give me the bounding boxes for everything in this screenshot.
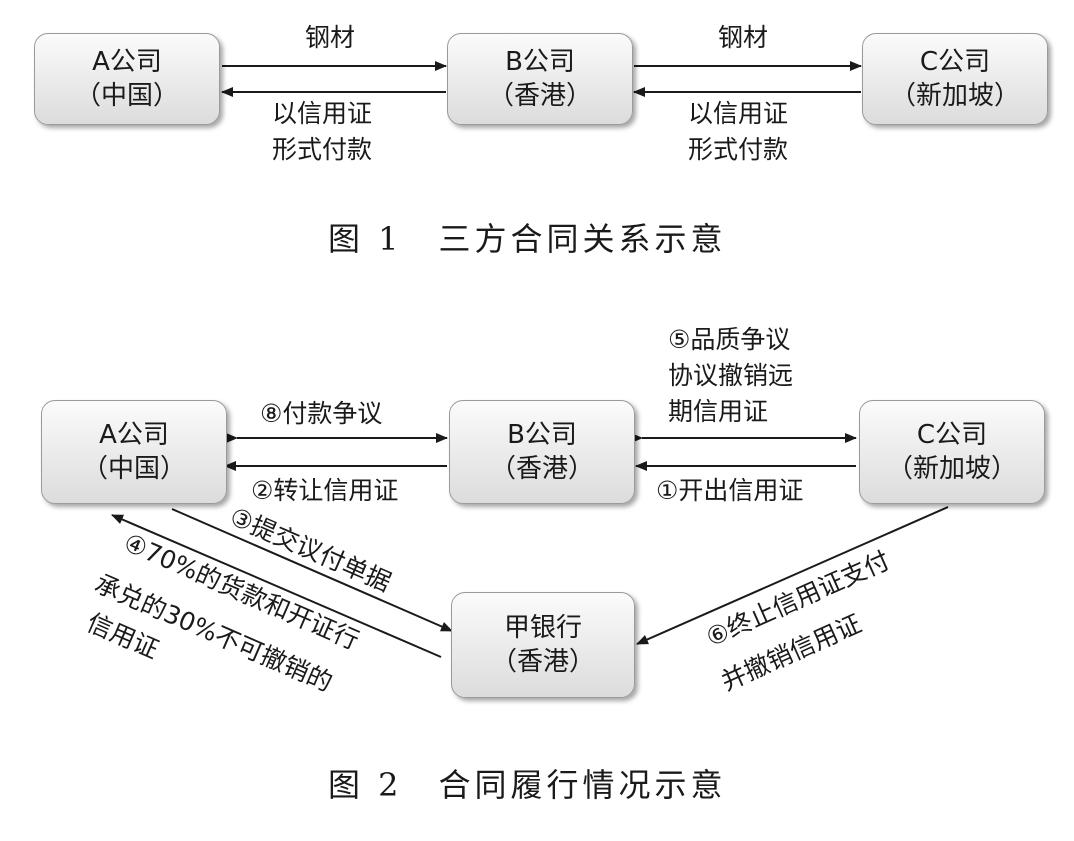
fig2-arrow-a-to-bank xyxy=(171,508,453,632)
fig2-node-b-region: （香港） xyxy=(489,454,594,484)
fig1-caption: 图 1 三方合同关系示意 xyxy=(328,220,727,258)
fig1-label-bc-payment-1: 以信用证 xyxy=(688,99,789,128)
fig1-label-ab-payment-1: 以信用证 xyxy=(272,99,373,128)
fig1-label-ab-payment-2: 形式付款 xyxy=(272,135,373,164)
fig2-label-step5-line3: 期信用证 xyxy=(668,397,769,426)
fig2-label-step5-line1: ⑤品质争议 xyxy=(668,325,791,354)
fig2-node-a-name: A公司 xyxy=(99,420,169,450)
fig2-arrow-c-to-bank xyxy=(636,506,949,645)
fig1-label-bc-steel: 钢材 xyxy=(718,23,769,52)
fig2-node-bank-region: （香港） xyxy=(490,647,595,677)
fig2-label-step5-line2: 协议撤销远 xyxy=(668,361,794,390)
fig1-label-ab-steel: 钢材 xyxy=(305,23,356,52)
fig2-arrow-bank-to-a xyxy=(111,514,442,658)
fig2-node-bank-name: 甲银行 xyxy=(503,613,582,643)
fig1-label-bc-payment-2: 形式付款 xyxy=(688,135,789,164)
fig2-label-step8: ⑧付款争议 xyxy=(260,399,383,428)
fig1-node-company-c: C公司 （新加坡） xyxy=(862,33,1048,125)
fig2-label-step2: ②转让信用证 xyxy=(251,476,399,505)
fig2-label-step1: ①开出信用证 xyxy=(656,476,804,505)
fig2-node-b-name: B公司 xyxy=(507,420,577,450)
fig1-node-c-region: （新加坡） xyxy=(889,81,1020,111)
fig1-node-a-name: A公司 xyxy=(92,47,162,77)
fig2-node-c-name: C公司 xyxy=(916,420,988,450)
fig2-node-company-b: B公司 （香港） xyxy=(449,400,635,504)
fig2-node-bank: 甲银行 （香港） xyxy=(451,592,635,698)
fig1-node-a-region: （中国） xyxy=(74,81,179,111)
fig1-node-c-name: C公司 xyxy=(919,47,991,77)
fig1-node-company-a: A公司 （中国） xyxy=(34,33,220,125)
fig2-node-company-c: C公司 （新加坡） xyxy=(859,400,1045,504)
fig2-node-company-a: A公司 （中国） xyxy=(41,400,227,504)
fig1-node-company-b: B公司 （香港） xyxy=(447,33,633,125)
fig1-node-b-region: （香港） xyxy=(487,81,592,111)
fig2-node-a-region: （中国） xyxy=(81,454,186,484)
fig2-node-c-region: （新加坡） xyxy=(886,454,1017,484)
fig1-node-b-name: B公司 xyxy=(505,47,575,77)
fig2-caption: 图 2 合同履行情况示意 xyxy=(328,766,727,804)
